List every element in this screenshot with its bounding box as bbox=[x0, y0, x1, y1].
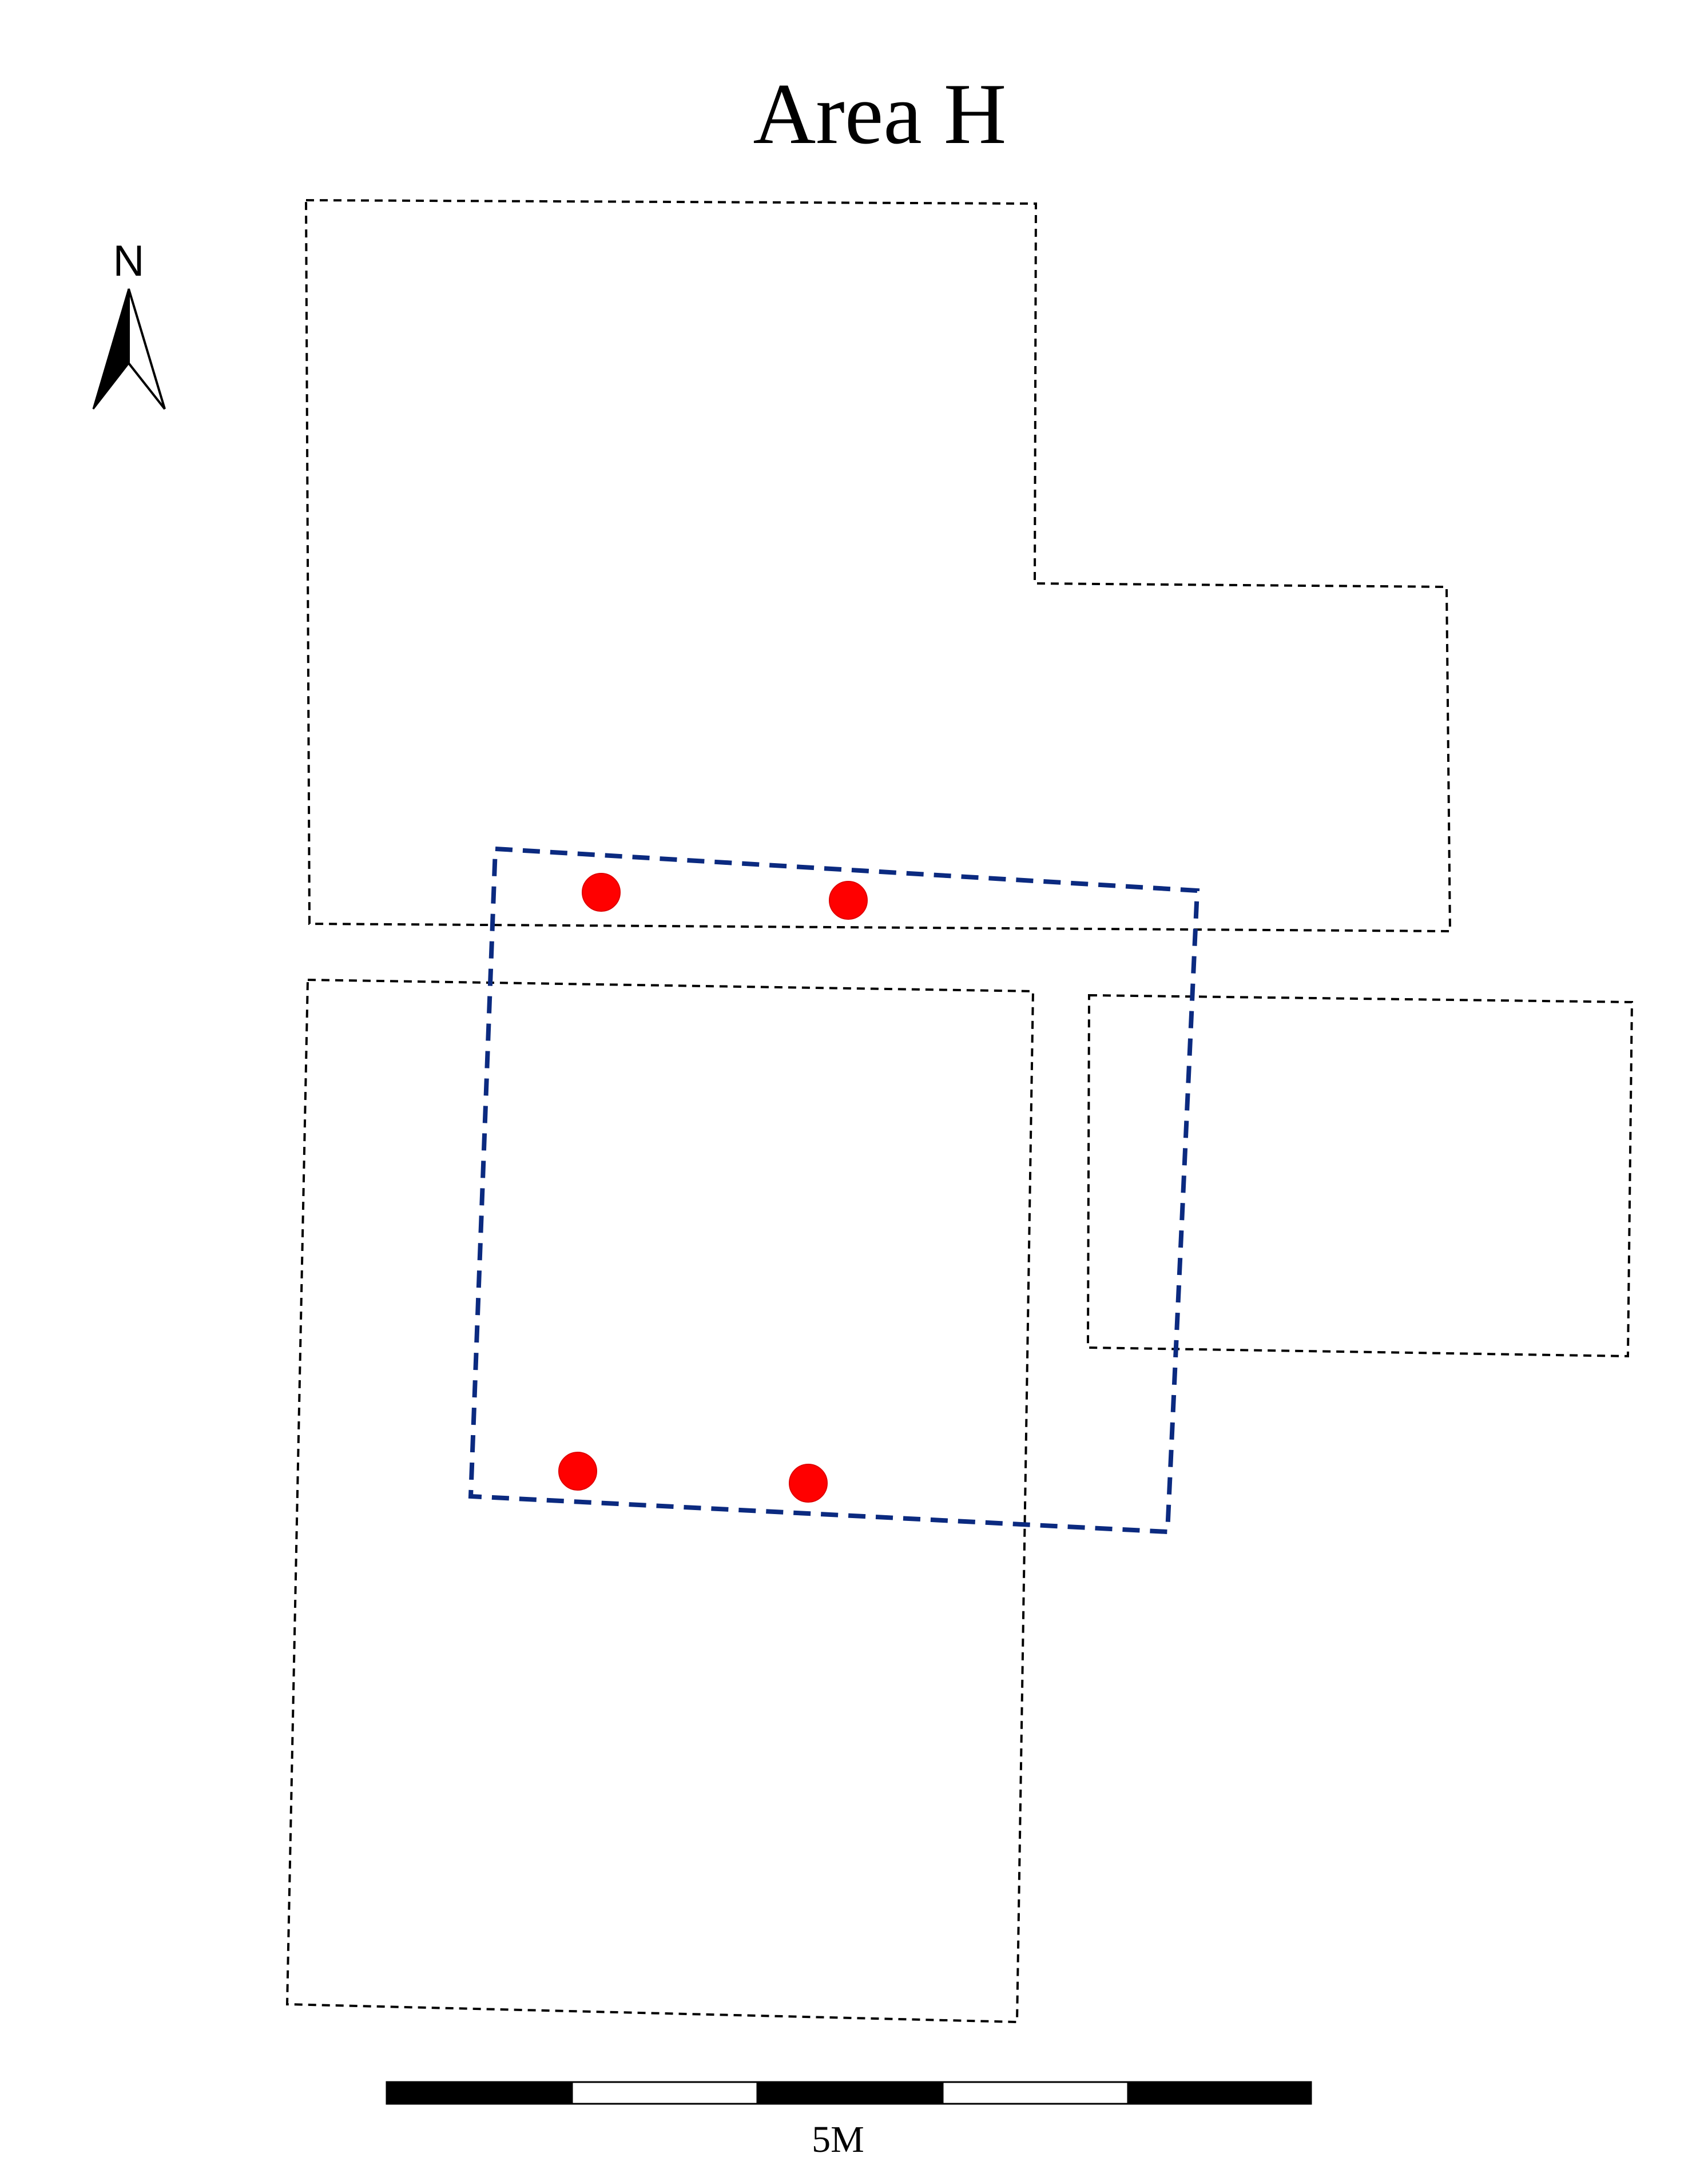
north-label: N bbox=[113, 237, 145, 285]
north-arrow-icon: N bbox=[92, 237, 166, 410]
north-arrow-right-half bbox=[128, 288, 166, 410]
scale-bar: 5M bbox=[386, 2081, 1312, 2160]
post-hole bbox=[582, 873, 621, 912]
post-hole bbox=[558, 1452, 597, 1491]
scale-bar-segment bbox=[942, 2081, 1129, 2105]
trench-east bbox=[1086, 994, 1634, 1358]
trench-north bbox=[304, 198, 1452, 933]
scale-bar-segment bbox=[571, 2081, 758, 2105]
north-arrow-left-half bbox=[92, 288, 130, 410]
structure-outline bbox=[468, 846, 1200, 1535]
scale-bar-segment bbox=[756, 2081, 944, 2105]
scale-bar-segment bbox=[1127, 2081, 1312, 2105]
scale-bar-label: 5M bbox=[812, 2119, 864, 2160]
post-hole bbox=[789, 1464, 828, 1503]
trench-southwest bbox=[285, 978, 1035, 2024]
map-title: Area H bbox=[753, 66, 1006, 162]
post-hole bbox=[829, 881, 868, 920]
scale-bar-segment bbox=[386, 2081, 573, 2105]
